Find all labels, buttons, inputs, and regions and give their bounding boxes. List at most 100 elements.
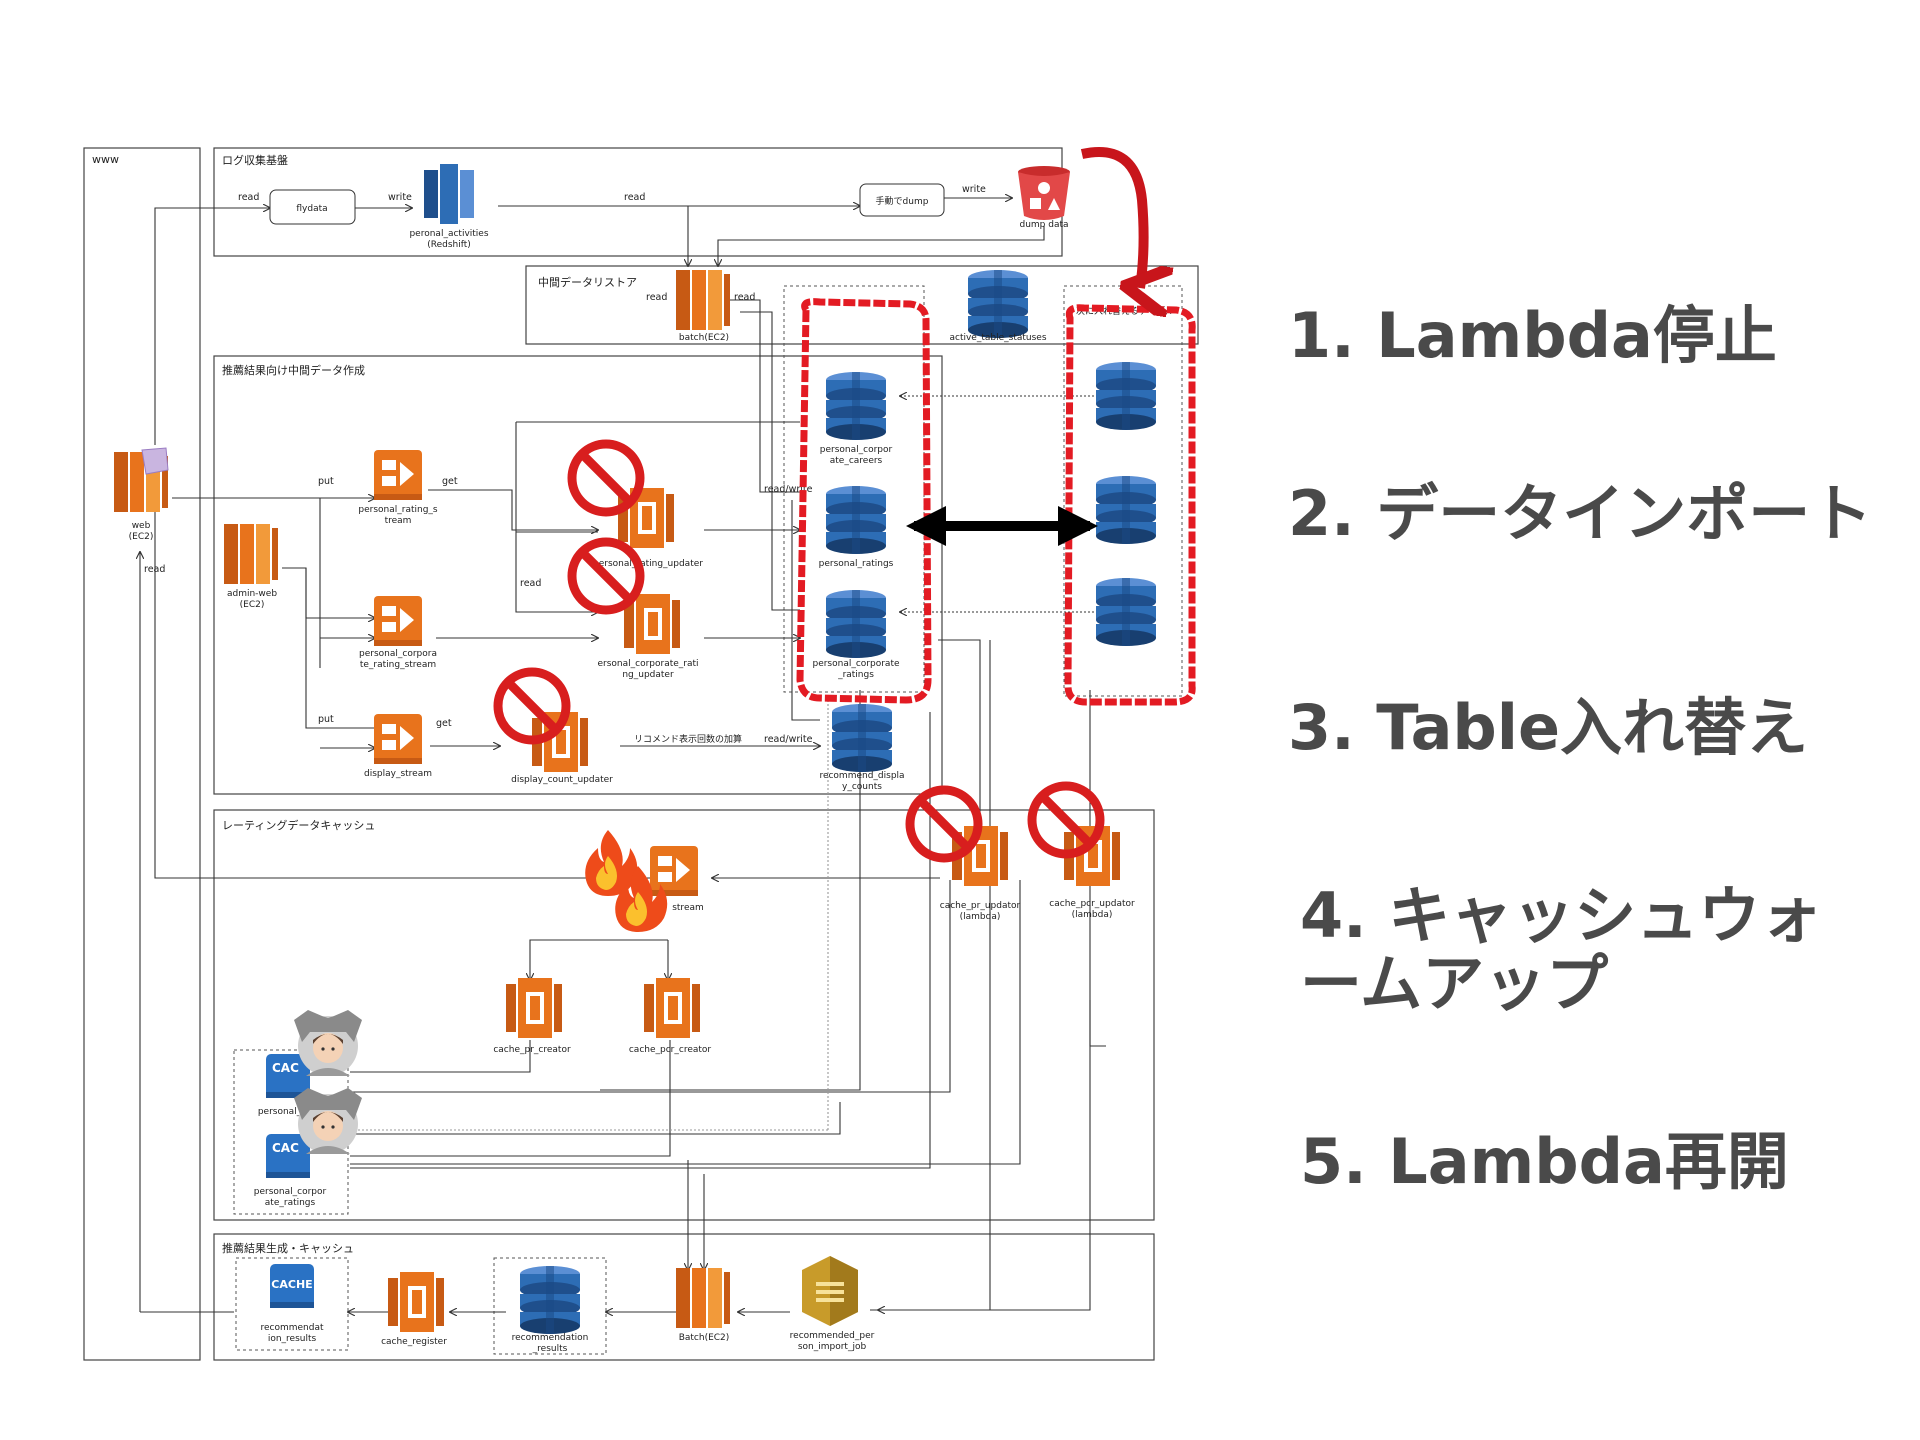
cache-pcr-creator-lambda-icon [644,978,700,1038]
next-table-2-dynamo-icon [1096,476,1156,544]
flydata-label: flydata [296,204,327,214]
rec-gen-label: 推薦結果生成・キャッシュ [222,1241,354,1255]
admin-web-type-label: (EC2) [240,600,265,610]
connectors [140,198,1106,1312]
next-table-1-dynamo-icon [1096,362,1156,430]
edge-label-read-1: read [238,192,259,203]
edge-label-put-1: put [318,476,334,487]
pcr-updater-label: ersonal_corporate_rati [597,659,698,669]
edge-label-read-write-1: read/write [764,484,813,495]
batch-bottom-label: Batch(EC2) [679,1333,730,1343]
edge-label-read-2: read [624,192,645,203]
admin-web-ec2-icon [224,524,278,584]
pr-table-dynamo-icon [826,486,886,554]
batch-top-label: batch(EC2) [679,333,729,343]
pcc-table-label-2: ate_careers [830,456,883,466]
step-4-line-1: 4. キャッシュウォ [1300,879,1823,952]
rating-cache-label: レーティングデータキャッシュ [222,818,375,832]
cache-pcr-updater-type-label: (lambda) [1072,910,1113,920]
display-stream-icon [374,714,422,764]
cache-register-lambda-icon [388,1272,444,1332]
edge-label-read-5: read [520,578,541,589]
pcr-stream-label: personal_corpora [359,649,437,659]
rec-mid-label: 推薦結果向け中間データ作成 [222,363,365,377]
personal-rating-stream-icon [374,450,422,500]
mid-store-label: 中間データリストア [538,275,637,289]
edge-label-write-2: write [962,184,986,195]
redshift-icon [424,164,474,224]
step-3: 3. Table入れ替え [1288,691,1809,764]
edge-label-read-3: read [646,292,667,303]
www-label: www [92,153,119,166]
cache-pr-creator-lambda-icon [506,978,562,1038]
pcr-table-dynamo-icon [826,590,886,658]
web-type-label: (EC2) [129,532,154,542]
display-count-updater-label: display_count_updater [511,775,613,785]
manual-dump-node [859,183,945,217]
www-frame [83,147,201,1361]
edge-label-get-2: get [436,718,452,729]
pcc-table-dynamo-icon [826,372,886,440]
curved-red-arrow [1080,146,1144,288]
cache-pr-updater-no-sign-icon [910,790,978,858]
redshift-type-label: (Redshift) [427,240,471,250]
rec-mid-frame [213,355,943,795]
web-badge-icon [141,447,169,475]
personal-corporate-rating-stream-icon [374,596,422,646]
rec-cache-label: recommendat [260,1323,323,1333]
s3-bucket-icon [1018,166,1070,220]
pr-table-label: personal_ratings [819,559,894,569]
step-4-line-2: ームアップ [1300,947,1609,1020]
redshift-label: peronal_activities [409,229,488,239]
edge-label-get-1: get [442,476,458,487]
pr-updater-no-sign-icon [572,444,640,512]
cache-pr-creator-label: cache_pr_creator [493,1045,571,1055]
cache-pr-updater-label: cache_pr_updator [940,901,1021,911]
import-job-label: recommended_per [790,1331,875,1341]
import-job-label-2: son_import_job [798,1342,867,1352]
rdc-table-label-2: y_counts [842,782,882,792]
current-tables-highlight [796,298,932,704]
edge-label-recommend-add: リコメンド表示回数の加算 [634,733,742,745]
active-table-dynamo-icon [968,270,1028,338]
cache-register-label: cache_register [381,1337,447,1347]
rdc-table-label: recommend_displa [819,771,904,781]
import-job-pipeline-icon [802,1256,858,1326]
pcr-table-label: personal_corporate [812,659,899,669]
edge-label-write-1: write [388,192,412,203]
pcr-cache-label: personal_corpor [254,1187,327,1197]
cache-pcr-creator-label: cache_pcr_creator [629,1045,712,1055]
rec-results-dynamo-icon [520,1266,580,1334]
pr-cache-label: personal_ratin [258,1107,322,1117]
rec-results-label: recommendation [512,1333,589,1343]
admin-web-label: admin-web [227,589,277,599]
rec-results-box [493,1257,607,1355]
pr-updater-label: personal_rating_updater [593,559,703,569]
batch-top-ec2-icon [676,270,730,330]
dump-data-label: dump data [1019,220,1068,230]
next-table-3-dynamo-icon [1096,578,1156,646]
pcr-cache-label-2: ate_ratings [265,1198,316,1208]
active-table-label: active_table_statuses [949,333,1046,343]
cache-group-box [233,1049,349,1215]
pcc-table-label: personal_corpor [820,445,893,455]
log-label: ログ収集基盤 [222,153,288,167]
rec-cache-text: CACHE [271,1278,312,1291]
personal-rating-stream-label-2: tream [385,516,412,526]
rdc-table-dynamo-icon [832,704,892,772]
flydata-node [269,189,356,225]
step-1: 1. Lambda停止 [1288,299,1777,372]
rec-gen-frame [213,1233,1155,1361]
edge-label-read-4: read [734,292,755,303]
pr-cache-text: CAC [272,1061,299,1075]
cache-pcr-updater-label: cache_pcr_updator [1049,899,1135,909]
step-5: 5. Lambda再開 [1300,1125,1789,1198]
edge-label-put-2: put [318,714,334,725]
next-tables-highlight [1064,304,1196,706]
stream-label: stream [672,903,704,913]
manual-dump-label: 手動でdump [876,195,929,207]
batch-bottom-ec2-icon [676,1268,730,1328]
step-2: 2. データインポート [1288,477,1873,550]
pcr-updater-label-2: ng_updater [622,670,674,680]
web-label: web [132,521,151,531]
